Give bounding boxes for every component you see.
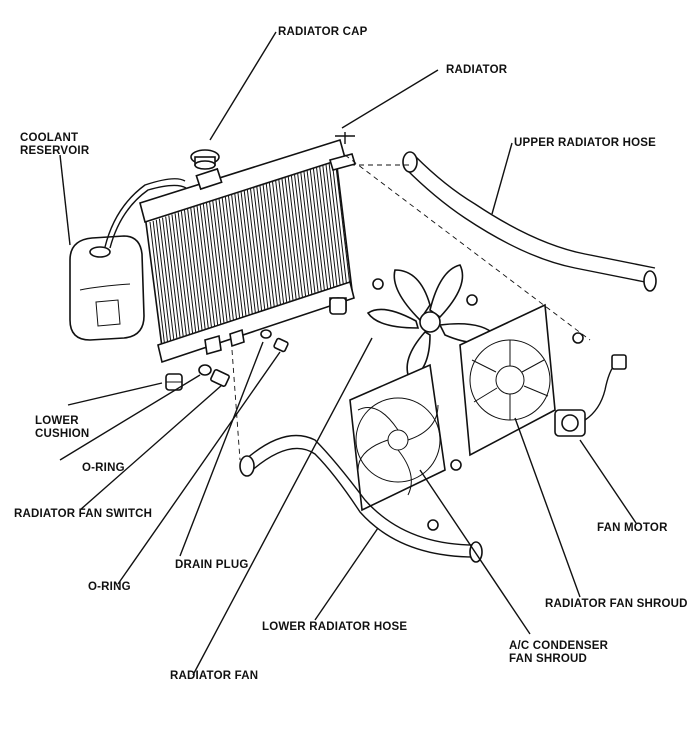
label-coolant-reservoir-line2: RESERVOIR [20,145,90,157]
radiator [139,132,357,364]
upper-radiator-hose [402,151,657,292]
label-radiator-cap: RADIATOR CAP [278,26,368,38]
label-lower-cushion-line2: CUSHION [35,428,90,440]
label-drain-plug: DRAIN PLUG [175,559,249,571]
o-ring-lower [260,329,272,339]
label-ac-condenser-line1: A/C CONDENSER [509,640,609,652]
o-ring-upper [198,364,212,376]
radiator-fan-shroud [459,303,556,457]
label-ac-condenser-line2: FAN SHROUD [509,653,588,665]
label-lower-radiator-hose: LOWER RADIATOR HOSE [262,621,408,633]
label-fan-motor: FAN MOTOR [597,522,668,534]
label-radiator-fan-switch: RADIATOR FAN SWITCH [14,508,153,520]
radiator-fan [366,264,497,382]
radiator-fan-switch [210,369,230,387]
coolant-reservoir [69,178,187,341]
fan-motor [554,354,627,437]
leader-lines [59,31,637,676]
drain-plug [273,337,289,353]
bolts [372,278,584,531]
label-radiator: RADIATOR [446,64,508,76]
assembly-lines [231,154,591,461]
label-radiator-fan-shroud: RADIATOR FAN SHROUD [545,598,688,610]
label-lower-cushion-line1: LOWER [35,415,79,427]
label-coolant-reservoir-line1: COOLANT [20,132,79,144]
ac-condenser-fan-shroud [349,363,446,512]
label-upper-radiator-hose: UPPER RADIATOR HOSE [514,137,657,149]
label-radiator-fan: RADIATOR FAN [170,670,259,682]
label-o-ring-lower: O-RING [88,581,131,593]
label-o-ring-upper: O-RING [82,462,125,474]
radiator-cap [190,149,220,170]
